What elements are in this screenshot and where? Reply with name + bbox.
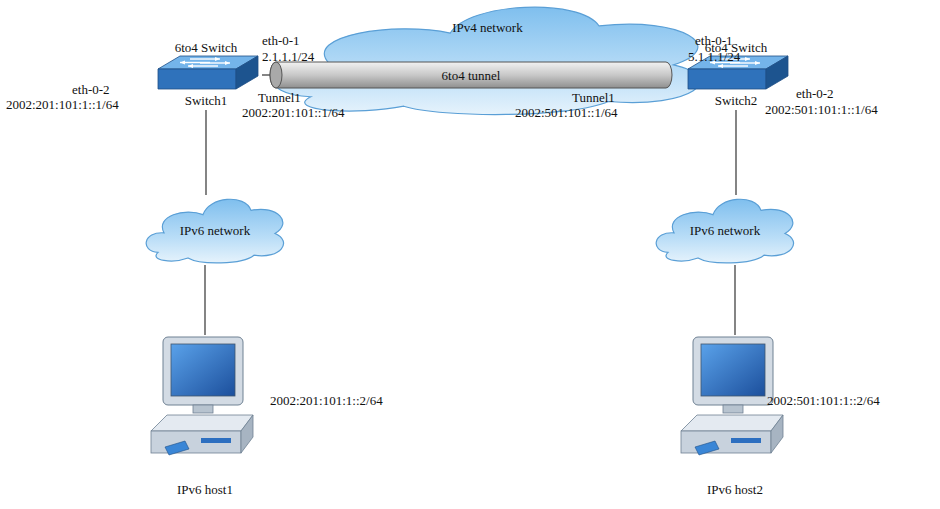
address-label: 5.1.1.1/24 — [688, 49, 740, 64]
tube-node: 6to4 tunnel — [270, 62, 672, 88]
interface-name: Tunnel1 — [572, 90, 615, 105]
interface-name: eth-0-1 — [262, 33, 300, 48]
connector-line — [262, 74, 270, 75]
node-title: IPv6 network — [180, 223, 250, 238]
address-label: 2002:201:101:1::2/64 — [270, 393, 383, 408]
cloud-node: IPv6 network — [650, 195, 800, 265]
host-node: IPv6 host2 — [675, 335, 795, 500]
switch-node: 6to4 SwitchSwitch1 — [150, 38, 262, 110]
cloud-node: IPv4 network 6to4 tunnel — [255, 0, 720, 118]
address-label: 2002:201:101::1/64 — [242, 105, 345, 120]
node-title: IPv6 network — [690, 223, 760, 238]
connector-line — [735, 110, 736, 195]
node-title: 6to4 Switch — [175, 40, 237, 55]
address-label: 2002:201:101:1::1/64 — [6, 97, 119, 112]
host-node: IPv6 host1 — [145, 335, 265, 500]
connector-line — [204, 265, 205, 335]
node-title: IPv6 host2 — [707, 482, 763, 497]
switch-node: 6to4 SwitchSwitch2 — [680, 38, 792, 110]
host-shape — [145, 335, 265, 500]
address-label: 2002:501:101::1/64 — [515, 105, 618, 120]
node-title: IPv4 network — [452, 20, 522, 35]
host-shape — [675, 335, 795, 500]
node-name: Switch2 — [715, 93, 758, 108]
interface-name: eth-0-1 — [695, 33, 733, 48]
connector-line — [734, 265, 735, 335]
address-label: 2002:501:101:1::2/64 — [767, 393, 880, 408]
node-name: Switch1 — [185, 93, 228, 108]
cloud-node: IPv6 network — [140, 195, 290, 265]
interface-name: eth-0-2 — [796, 86, 834, 101]
address-label: 2.1.1.1/24 — [262, 49, 314, 64]
cloud-shape — [255, 0, 720, 118]
connector-line — [205, 110, 206, 195]
interface-name: eth-0-2 — [72, 82, 110, 97]
interface-name: Tunnel1 — [258, 90, 301, 105]
node-title: 6to4 tunnel — [442, 68, 501, 83]
address-label: 2002:501:101:1::1/64 — [765, 102, 878, 117]
node-title: IPv6 host1 — [177, 482, 233, 497]
